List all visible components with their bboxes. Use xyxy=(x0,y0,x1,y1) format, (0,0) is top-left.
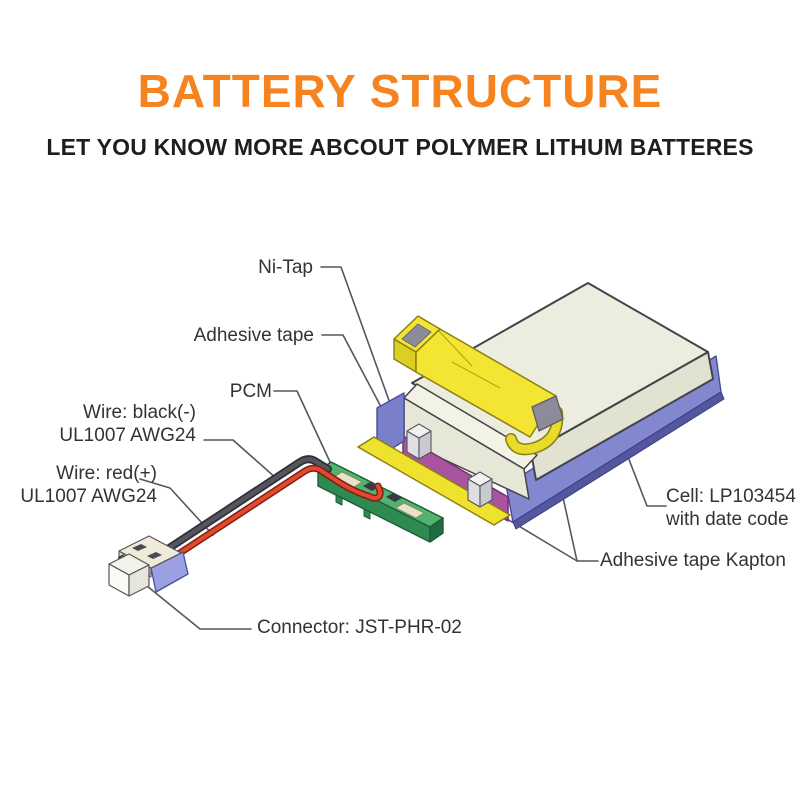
red-wire xyxy=(155,466,383,570)
ni-tab-top xyxy=(467,471,493,487)
connector-white-right xyxy=(128,564,150,597)
leader-adhesive-tape xyxy=(321,334,389,421)
label-cell: Cell: LP103454 with date code xyxy=(666,485,800,531)
ni-tab-1 xyxy=(406,423,432,460)
pcm-header-1 xyxy=(363,482,379,491)
adhesive-tape-band xyxy=(393,315,564,456)
label-wire-red-line2: UL1007 AWG24 xyxy=(20,486,157,507)
leader-wire-black xyxy=(203,439,278,480)
label-wire-black-line2: UL1007 AWG24 xyxy=(59,425,196,446)
label-wire-red-line1: Wire: red(+) xyxy=(56,463,157,484)
label-cell-line1: Cell: LP103454 xyxy=(666,486,796,507)
cell-front-ledge xyxy=(403,383,538,500)
label-wire-red: Wire: red(+) UL1007 AWG24 xyxy=(0,462,157,508)
pcm-header-2 xyxy=(386,493,402,502)
leader-lines xyxy=(139,266,667,630)
label-ni-tap: Ni-Tap xyxy=(258,257,313,278)
ni-tab-top xyxy=(406,423,432,439)
pcm-pad-2 xyxy=(395,502,425,519)
connector-slot-1 xyxy=(132,544,147,551)
band-loop-hole xyxy=(401,323,432,348)
page-title: BATTERY STRUCTURE xyxy=(137,65,663,117)
front-adhesive-strip xyxy=(357,436,511,526)
label-kapton: Adhesive tape Kapton xyxy=(600,550,786,571)
ni-tab-2 xyxy=(467,471,493,508)
tray-right-wall-rim xyxy=(512,391,725,530)
page-subtitle: LET YOU KNOW MORE ABCOUT POLYMER LITHUM … xyxy=(46,134,754,160)
label-wire-black-line1: Wire: black(-) xyxy=(83,402,196,423)
band-end-curl xyxy=(506,407,562,454)
label-connector: Connector: JST-PHR-02 xyxy=(257,617,462,638)
black-wire xyxy=(148,457,331,563)
leader-ni-tap xyxy=(320,266,401,432)
label-pcm: PCM xyxy=(229,381,272,402)
band-crease-2 xyxy=(451,361,501,389)
wires xyxy=(147,455,384,572)
band-end-cap xyxy=(531,395,564,432)
leader-wire-red xyxy=(139,478,214,536)
band-crease-1 xyxy=(437,329,473,367)
label-wire-black: Wire: black(-) UL1007 AWG24 xyxy=(24,401,196,447)
jst-connector xyxy=(108,535,189,597)
leader-pcm xyxy=(273,390,338,478)
label-cell-line2: with date code xyxy=(666,509,789,530)
connector-slot-2 xyxy=(147,552,162,559)
label-adhesive-tape: Adhesive tape xyxy=(193,325,314,346)
leader-connector xyxy=(146,585,252,630)
